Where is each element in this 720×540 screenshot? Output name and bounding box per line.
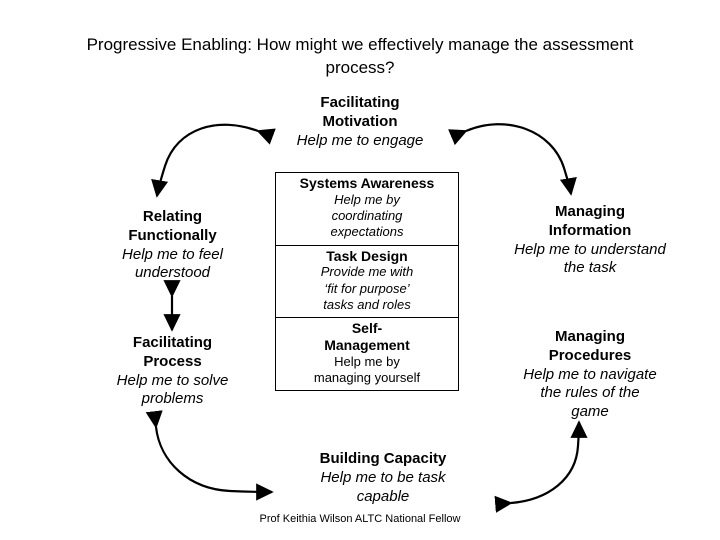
table-row-systems-awareness: Systems Awareness Help me by coordinatin…	[276, 173, 458, 246]
page-title: Progressive Enabling: How might we effec…	[86, 35, 634, 77]
row-subtext-line2: coordinating	[331, 208, 403, 224]
node-subtext: Help me to engage	[296, 131, 424, 149]
row-subtext-line1: Provide me with	[320, 264, 414, 280]
node-subtext-line2: capable	[356, 487, 410, 505]
node-relating-functionally: Relating Functionally Help me to feel un…	[85, 208, 260, 283]
node-subtext-line2: the rules of the	[540, 384, 640, 402]
node-subtext-line1: Help me to be task	[320, 468, 446, 486]
center-table: Systems Awareness Help me by coordinatin…	[275, 172, 459, 392]
node-subtext-line1: Help me to solve	[116, 371, 229, 389]
row-subtext-line3: tasks and roles	[323, 296, 411, 312]
node-facilitating-process: Facilitating Process Help me to solve pr…	[85, 334, 260, 409]
arrow-building-capacity-to-procedures	[494, 420, 588, 513]
table-row-self-management: Self- Management Help me by managing you…	[276, 318, 458, 390]
table-row-task-design: Task Design Provide me with ‘fit for pur…	[276, 246, 458, 319]
row-heading: Task Design	[326, 247, 408, 264]
arrow-motivation-to-managing-information	[448, 123, 577, 196]
row-heading-line1: Self-	[351, 320, 383, 337]
row-subtext-line1: Help me by	[334, 353, 400, 369]
node-heading-line2: Motivation	[322, 112, 398, 130]
node-subtext-line3: game	[571, 403, 609, 420]
node-building-capacity: Building Capacity Help me to be task cap…	[278, 450, 488, 506]
node-subtext-line1: Help me to navigate	[523, 365, 657, 383]
node-heading-line1: Managing	[555, 328, 625, 345]
row-heading: Systems Awareness	[299, 175, 435, 191]
node-subtext-line2: problems	[141, 390, 204, 408]
node-facilitating-motivation: Facilitating Motivation Help me to engag…	[260, 94, 460, 150]
arrow-motivation-to-relating	[151, 123, 276, 198]
node-heading: Building Capacity	[319, 450, 447, 467]
node-managing-procedures: Managing Procedures Help me to navigate …	[490, 328, 690, 422]
row-subtext-line2: managing yourself	[313, 369, 421, 385]
row-subtext-line3: expectations	[330, 224, 404, 240]
node-heading-line2: Functionally	[128, 226, 217, 244]
node-heading-line2: Process	[143, 352, 202, 370]
row-subtext-line2: ‘fit for purpose’	[324, 280, 410, 296]
row-subtext-line1: Help me by	[334, 191, 400, 207]
node-subtext-line2: the task	[563, 259, 617, 277]
node-heading-line1: Facilitating	[320, 94, 400, 111]
node-subtext-line1: Help me to feel	[122, 245, 223, 263]
arrow-process-to-building-capacity	[145, 410, 274, 501]
node-heading-line1: Facilitating	[132, 334, 213, 351]
node-heading-line1: Relating	[142, 208, 203, 225]
row-heading-line2: Management	[324, 336, 410, 353]
node-heading-line1: Managing	[555, 203, 625, 220]
node-managing-information: Managing Information Help me to understa…	[490, 203, 690, 278]
author-credit: Prof Keithia Wilson ALTC National Fellow	[259, 513, 461, 525]
node-heading-line2: Information	[548, 221, 632, 239]
node-heading-line2: Procedures	[548, 346, 632, 364]
node-subtext-line2: understood	[134, 264, 211, 282]
node-subtext-line1: Help me to understand	[514, 240, 666, 258]
